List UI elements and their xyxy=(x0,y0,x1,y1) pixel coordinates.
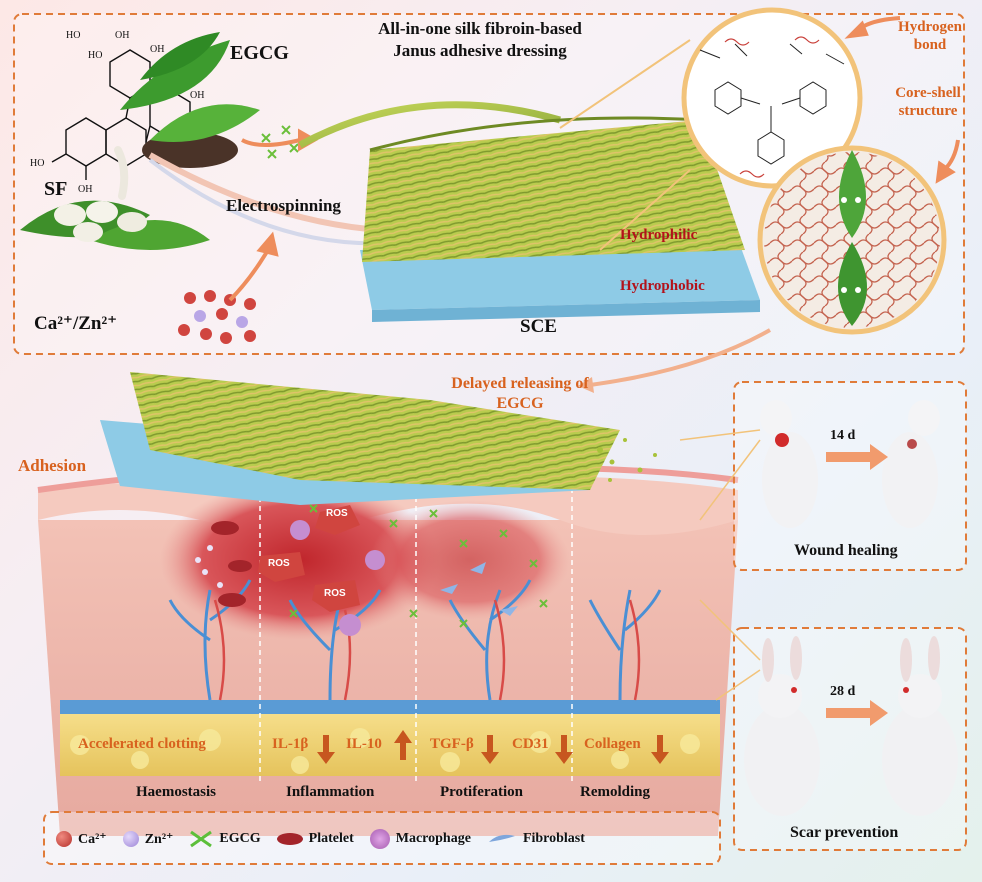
platelet-icon xyxy=(276,833,303,845)
svg-text:HO: HO xyxy=(88,50,102,61)
egcg-label: EGCG xyxy=(230,42,289,64)
delayed-release-label: Delayed releasing of EGCG xyxy=(420,374,620,414)
fibroblast-icon xyxy=(487,832,517,846)
hydrogen-bond-line-2: bond xyxy=(913,37,947,53)
stage-proliferation: Protiferation xyxy=(440,784,524,800)
core-shell-label: Core-shell structure xyxy=(882,84,974,120)
zn-ion-icon xyxy=(122,831,139,847)
tgfb-label: TGF-β xyxy=(430,736,474,752)
legend-label: Zn²⁺ xyxy=(144,831,174,847)
core-shell-line-1: Core-shell xyxy=(895,85,961,101)
legend-label: Macrophage xyxy=(395,831,471,846)
macrophage-icon xyxy=(369,829,390,849)
hydrogen-bond-line-1: Hydrogen xyxy=(898,19,962,35)
svg-text:HO: HO xyxy=(66,30,80,41)
title-line-1: All-in-one silk fibroin-based xyxy=(378,19,582,38)
title-line-2: Janus adhesive dressing xyxy=(393,41,567,60)
core-shell-circle xyxy=(757,145,947,335)
electrospinning-label: Electrospinning xyxy=(226,196,341,215)
stage-inflammation: Inflammation xyxy=(286,784,375,800)
svg-text:OH: OH xyxy=(78,184,92,195)
il1b-label: IL-1β xyxy=(272,736,309,752)
ros-label: ROS xyxy=(324,588,346,599)
applied-dressing xyxy=(100,372,657,505)
svg-text:OH: OH xyxy=(190,90,204,101)
svg-text:HO: HO xyxy=(30,158,44,169)
legend-label: Ca²⁺ xyxy=(78,831,107,847)
ca-ion-icon xyxy=(56,831,72,847)
rat-days-label: 14 d xyxy=(830,428,856,443)
ros-label: ROS xyxy=(268,558,290,569)
sce-dressing xyxy=(360,116,760,322)
legend: Ca²⁺ Zn²⁺ EGCG Platelet Macrophage Fibro… xyxy=(56,824,712,854)
core-shell-line-2: structure xyxy=(898,103,958,119)
delayed-line-1: Delayed releasing of xyxy=(451,375,589,392)
legend-item-ca: Ca²⁺ xyxy=(56,831,107,848)
legend-item-fibroblast: Fibroblast xyxy=(487,831,585,847)
egcg-icon xyxy=(189,830,213,848)
ion-cluster xyxy=(178,290,256,344)
legend-label: Platelet xyxy=(308,831,354,846)
stage-haemostasis: Haemostasis xyxy=(136,784,216,800)
delayed-line-2: EGCG xyxy=(496,395,544,412)
rabbit-days-label: 28 d xyxy=(830,684,856,699)
svg-text:OH: OH xyxy=(150,44,164,55)
silk-cocoons-illustration xyxy=(20,146,210,250)
sce-label: SCE xyxy=(520,316,557,337)
wound-cells xyxy=(195,504,548,636)
scar-prevention-caption: Scar prevention xyxy=(790,824,899,841)
egcg-particles xyxy=(261,125,299,159)
legend-item-egcg: EGCG xyxy=(189,830,261,848)
wound-healing-caption: Wound healing xyxy=(794,542,898,559)
sf-label: SF xyxy=(44,178,68,200)
legend-item-macrophage: Macrophage xyxy=(369,829,471,849)
adhesion-label: Adhesion xyxy=(18,456,87,475)
hydrogen-bond-label: Hydrogen bond xyxy=(890,18,970,54)
hydrophobic-label: Hydrophobic xyxy=(620,278,705,294)
ros-label: ROS xyxy=(326,508,348,519)
hydrophilic-label: Hydrophilic xyxy=(620,227,698,243)
ions-label: Ca²⁺/Zn²⁺ xyxy=(34,313,118,334)
svg-text:OH: OH xyxy=(115,30,129,41)
legend-label: EGCG xyxy=(219,831,261,846)
legend-label: Fibroblast xyxy=(522,831,585,846)
cd31-label: CD31 xyxy=(512,736,549,752)
rat-illustrations xyxy=(760,400,940,528)
il10-label: IL-10 xyxy=(346,736,382,752)
stage-remolding: Remolding xyxy=(580,784,651,800)
legend-item-zn: Zn²⁺ xyxy=(122,831,174,848)
legend-item-platelet: Platelet xyxy=(276,831,354,847)
accelerated-clotting-label: Accelerated clotting xyxy=(78,736,206,752)
collagen-label: Collagen xyxy=(584,736,641,752)
diagram-title: All-in-one silk fibroin-based Janus adhe… xyxy=(300,18,660,62)
tea-leaves-illustration xyxy=(120,32,260,168)
skin-model xyxy=(37,464,739,836)
rabbit-illustrations xyxy=(744,636,958,816)
